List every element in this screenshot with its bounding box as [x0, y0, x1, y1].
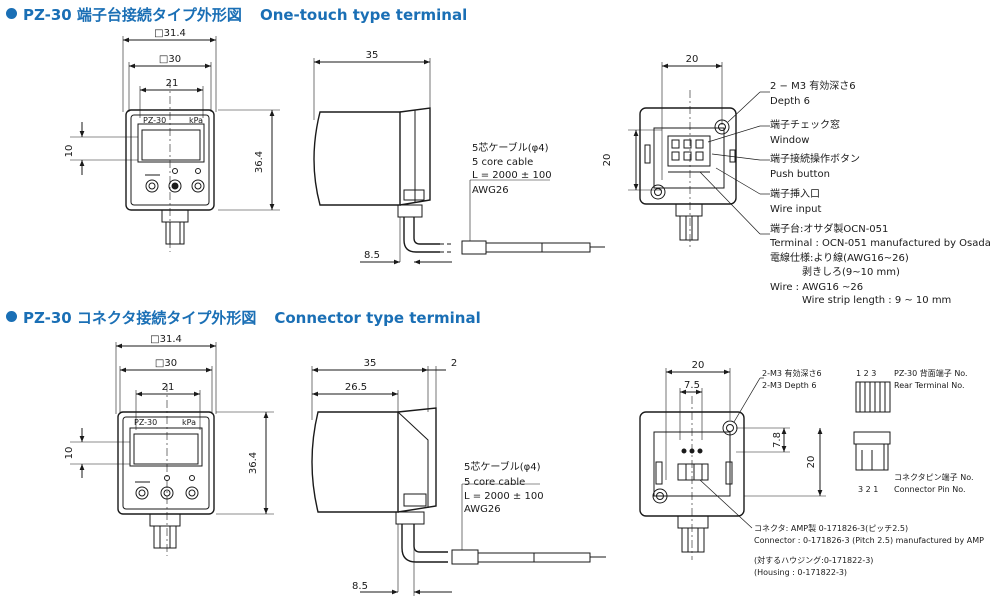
note-strip-en: Wire strip length : 9 ~ 10 mm [802, 295, 951, 306]
pin-numbers-bottom: 3 2 1 [858, 485, 878, 494]
model-label-1: PZ-30 [143, 116, 166, 125]
note-wire-spec-ja: 電線仕様:より線(AWG16~26) [770, 251, 909, 264]
note-strip-ja: 剥きしろ(9~10 mm) [802, 266, 900, 278]
connector-pin-en: Connector Pin No. [894, 485, 966, 494]
section1-title-ja: PZ-30 端子台接続タイプ外形図 [23, 6, 242, 24]
cable-length-2: L = 2000 ± 100 [464, 491, 544, 502]
bullet-icon [6, 311, 17, 322]
rear-view-2 [639, 368, 826, 560]
dim-square-inner-1: □30 [159, 54, 181, 65]
dim-depth-1: 35 [366, 50, 379, 61]
cable-en-1: 5 core cable [472, 157, 533, 168]
note-terminal-ja: 端子台:オサダ製OCN-051 [770, 222, 888, 235]
dim-offset-2: 2 [451, 358, 457, 369]
dim-height-1: 36.4 [254, 151, 265, 173]
tap-ja-2: 2-M3 有効深さ6 [762, 368, 822, 378]
cable-awg-1: AWG26 [472, 185, 509, 196]
dim-window-h-1: 10 [64, 145, 75, 158]
section1-title: PZ-30 端子台接続タイプ外形図 One-touch type terminal [6, 4, 467, 25]
dim-small-h-2: 7.8 [772, 432, 783, 448]
dim-rear-height-2: 20 [806, 456, 817, 469]
labels: □31.4 □30 21 10 36.4 PZ-30 kPa 35 8.5 5芯… [64, 28, 991, 592]
note-wire-input-ja: 端子挿入口 [770, 187, 820, 200]
cable-length-1: L = 2000 ± 100 [472, 170, 552, 181]
dim-square-outer-2: □31.4 [150, 334, 182, 345]
note-tap-en: Depth 6 [770, 96, 810, 107]
front-view-1 [70, 36, 280, 252]
unit-label-2: kPa [182, 418, 196, 427]
note-terminal-en: Terminal : OCN-051 manufactured by Osada [769, 238, 991, 249]
dim-lead-1: 8.5 [364, 250, 380, 261]
connector-pin-ja: コネクタピン端子 No. [894, 472, 974, 482]
note-push-en: Push button [770, 169, 830, 180]
note-wire-input-en: Wire input [770, 204, 821, 215]
section2-title-ja: PZ-30 コネクタ接続タイプ外形図 [23, 309, 257, 327]
note-window-en: Window [770, 135, 809, 146]
section1-title-en: One-touch type terminal [259, 6, 468, 24]
dim-pitch-2: 7.5 [684, 380, 700, 391]
dim-depth-2: 35 [364, 358, 377, 369]
dim-rear-width-1: 20 [686, 54, 699, 65]
model-label-2: PZ-30 [134, 418, 157, 427]
note-push-ja: 端子接続操作ボタン [770, 152, 860, 165]
connector-en: Connector : 0-171826-3 (Pitch 2.5) manuf… [754, 536, 984, 545]
cable-en-2: 5 core cable [464, 477, 525, 488]
dim-square-outer-1: □31.4 [154, 28, 186, 39]
housing-ja: (対するハウジング:0-171822-3) [754, 555, 873, 565]
connector-ja: コネクタ: AMP製 0-171826-3(ピッチ2.5) [754, 523, 908, 533]
note-tap-ja: 2 − M3 有効深さ6 [770, 79, 856, 92]
section2-title-en: Connector type terminal [274, 309, 481, 327]
dim-rear-height-1: 20 [602, 154, 613, 167]
section2-title: PZ-30 コネクタ接続タイプ外形図 Connector type termina… [6, 307, 481, 328]
cable-awg-2: AWG26 [464, 504, 501, 515]
note-window-ja: 端子チェック窓 [770, 118, 840, 131]
rear-terminal-ja: PZ-30 背面端子 No. [894, 368, 968, 378]
cable-ja-2: 5芯ケーブル(φ4) [464, 460, 541, 473]
dim-square-inner-2: □30 [155, 358, 177, 369]
dim-width-1: 21 [166, 78, 179, 89]
side-view-1 [313, 58, 605, 265]
dim-lead-2: 8.5 [352, 581, 368, 592]
dim-window-h-2: 10 [64, 447, 75, 460]
rear-terminal-en: Rear Terminal No. [894, 381, 965, 390]
unit-label-1: kPa [189, 116, 203, 125]
tap-en-2: 2-M3 Depth 6 [762, 381, 817, 390]
bullet-icon [6, 8, 17, 19]
note-wire-spec-en: Wire : AWG16 ~26 [770, 282, 863, 293]
cable-ja-1: 5芯ケーブル(φ4) [472, 141, 549, 154]
pin-diagrams [853, 381, 891, 471]
front-view-2 [70, 342, 274, 556]
housing-en: (Housing : 0-171822-3) [754, 568, 847, 577]
dim-height-2: 36.4 [248, 452, 259, 474]
rear-view-1 [628, 62, 770, 250]
side-view-2 [311, 366, 606, 596]
dim-body-2: 26.5 [345, 382, 367, 393]
dim-rear-width-2: 20 [692, 360, 705, 371]
pin-numbers-top: 1 2 3 [856, 369, 876, 378]
dim-width-2: 21 [162, 382, 175, 393]
